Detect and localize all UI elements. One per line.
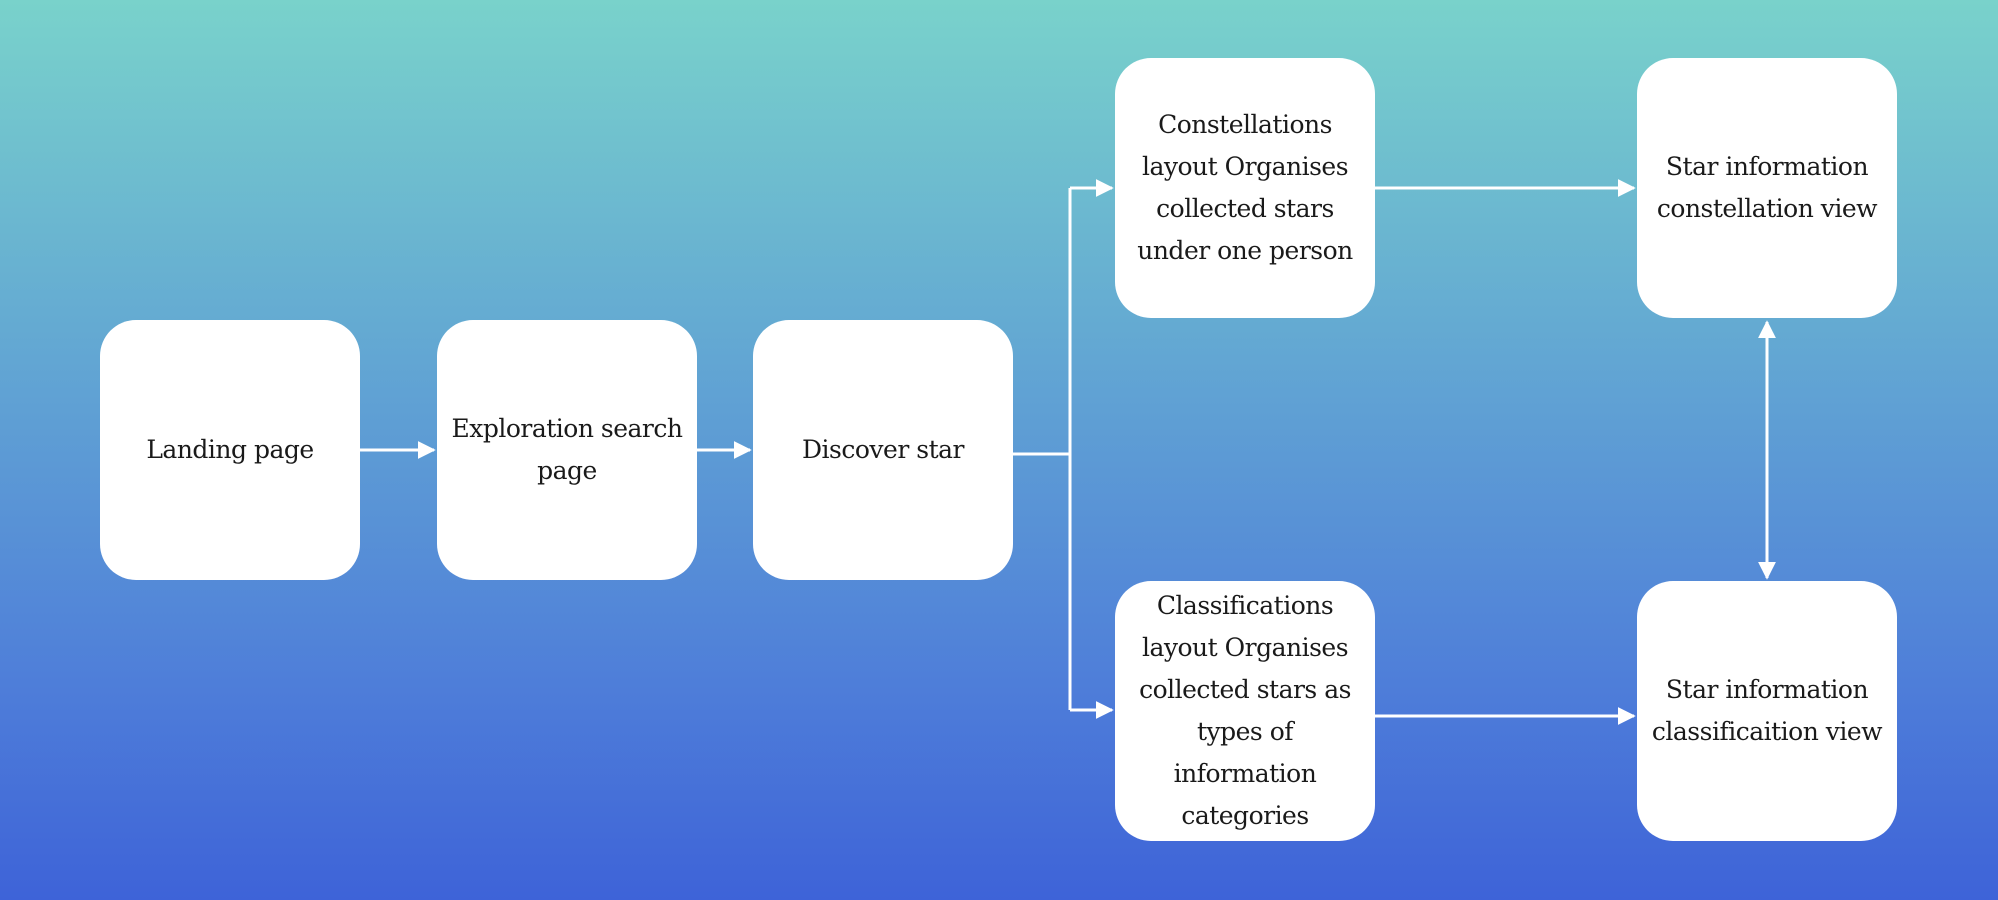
node-landing-page: Landing page: [100, 320, 360, 580]
node-label: Exploration search page: [451, 414, 683, 485]
node-exploration-search-page: Exploration search page: [437, 320, 697, 580]
node-label: Discover star: [802, 435, 964, 464]
node-classifications-layout: Classifications layout Organises collect…: [1115, 581, 1375, 841]
node-constellations-layout: Constellations layout Organises collecte…: [1115, 58, 1375, 318]
node-label: Constellations layout Organises collecte…: [1137, 110, 1353, 265]
node-label: Star information classificaition view: [1651, 675, 1883, 746]
node-discover-star: Discover star: [753, 320, 1013, 580]
node-star-information-constellation: Star information constellation view: [1637, 58, 1897, 318]
node-label: Classifications layout Organises collect…: [1139, 591, 1351, 830]
node-label: Landing page: [146, 435, 314, 464]
node-label: Star information constellation view: [1656, 152, 1878, 223]
node-star-information-classification: Star information classificaition view: [1637, 581, 1897, 841]
